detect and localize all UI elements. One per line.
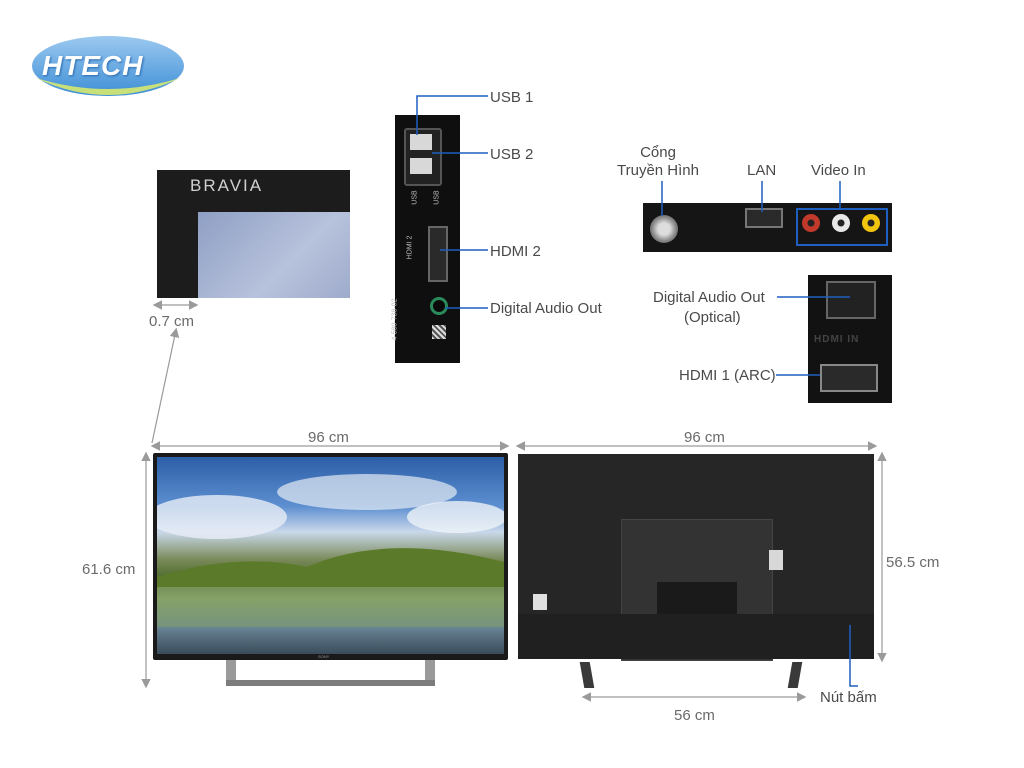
hdmi1-arc-label: HDMI 1 (ARC) [679, 367, 776, 384]
front-stand-left [226, 660, 236, 686]
usb2-port [410, 158, 432, 174]
usb1-port [410, 134, 432, 150]
bezel-dimension-label: 0.7 cm [149, 313, 195, 330]
bezel-pointer-line [151, 327, 180, 444]
tv-back-port-recess [657, 582, 737, 616]
audio-jack [430, 297, 448, 315]
video-in-white [832, 214, 850, 232]
tv-back-lower [518, 614, 874, 659]
optical-label-line1: Digital Audio Out [653, 289, 765, 306]
buttons-label: Nút bấm [820, 689, 877, 706]
usb1-callout [416, 95, 488, 135]
antenna-port [650, 215, 678, 243]
front-stand-right [425, 660, 435, 686]
front-height-label: 61.6 cm [82, 561, 136, 578]
tv-back-label [533, 594, 547, 610]
buttons-callout [849, 625, 858, 687]
tv-back-sticker [769, 550, 783, 570]
qr-code [432, 325, 446, 339]
antenna-label-line2: Truyền Hình [617, 162, 699, 179]
video-in-red [802, 214, 820, 232]
bravia-text: BRAVIA [190, 176, 264, 195]
video-in-yellow [862, 214, 880, 232]
bezel-screen [198, 212, 350, 298]
lan-port [745, 208, 783, 228]
antenna-label-line1: Cổng [640, 144, 676, 161]
back-height-label: 56.5 cm [886, 554, 940, 571]
landscape-art [157, 474, 504, 627]
optical-port [826, 281, 876, 319]
hdmi2-label: HDMI 2 [490, 243, 541, 260]
tv-front-screen [157, 457, 504, 654]
usb2-label: USB 2 [490, 146, 534, 163]
stand-width-label: 56 cm [674, 707, 715, 724]
video-in-label: Video In [811, 162, 866, 179]
hdmi2-port [428, 226, 448, 282]
port-callout-lines [416, 95, 858, 687]
optical-label-line2: (Optical) [684, 309, 741, 326]
video-in-highlight [796, 208, 888, 246]
digital-audio-out-label: Digital Audio Out [490, 300, 602, 317]
logo-ellipse [32, 36, 184, 96]
hdmi-in-text: HDMI IN [814, 334, 860, 345]
hdmi1-port [820, 364, 878, 392]
sony-logo-text: SONY [318, 654, 330, 659]
dimension-lines [141, 300, 887, 702]
front-stand-bar [226, 680, 435, 686]
lan-label: LAN [747, 162, 777, 179]
usb1-label: USB 1 [490, 89, 534, 106]
logo-text: HTECH [42, 50, 144, 81]
